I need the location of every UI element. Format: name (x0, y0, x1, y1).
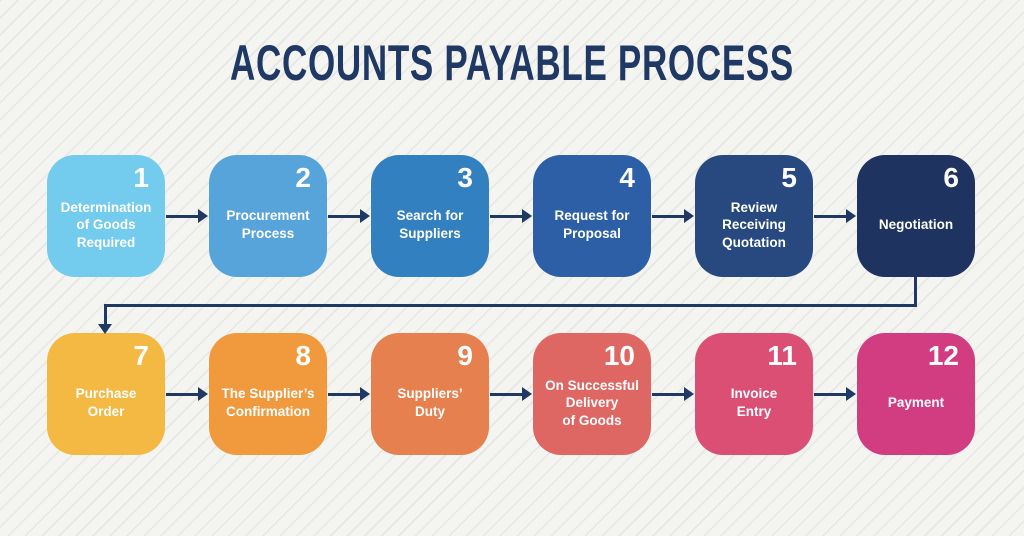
step-3-number: 3 (457, 162, 473, 193)
arrow-step2-step3 (328, 209, 370, 223)
step-11-label: Invoice Entry (730, 386, 778, 419)
arrow-head-icon (360, 387, 370, 401)
step-3: 3 Search for Suppliers (371, 155, 489, 277)
connector-horizontal (104, 304, 917, 307)
step-6-label: Negotiation (878, 217, 954, 233)
arrow-line (814, 214, 847, 218)
arrow-step4-step5 (652, 209, 694, 223)
step-8: 8 The Supplier’s Confirmation (209, 333, 327, 455)
arrow-line (814, 392, 847, 396)
arrow-head-icon (360, 209, 370, 223)
step-4-label: Request for Proposal (554, 208, 630, 241)
step-10-number: 10 (603, 340, 635, 371)
arrow-head-icon (684, 387, 694, 401)
arrow-line (166, 214, 199, 218)
arrow-head-icon (198, 209, 208, 223)
arrow-line (328, 214, 361, 218)
arrow-step1-step2 (166, 209, 208, 223)
arrow-line (328, 392, 361, 396)
arrow-line (652, 214, 685, 218)
step-12-label: Payment (887, 395, 945, 411)
step-10-label: On Successful Delivery of Goods (545, 377, 639, 428)
arrow-step7-step8 (166, 387, 208, 401)
step-9-number: 9 (457, 340, 473, 371)
step-7: 7 Purchase Order (47, 333, 165, 455)
step-8-number: 8 (295, 340, 311, 371)
step-1: 1 Determination of Goods Required (47, 155, 165, 277)
step-4-number: 4 (619, 162, 635, 193)
arrow-head-icon (522, 387, 532, 401)
arrow-step11-step12 (814, 387, 856, 401)
page-title: ACCOUNTS PAYABLE PROCESS (230, 35, 794, 91)
step-10: 10 On Successful Delivery of Goods (533, 333, 651, 455)
arrow-line (166, 392, 199, 396)
step-2-label: Procurement Process (226, 208, 310, 241)
step-5: 5 Review Receiving Quotation (695, 155, 813, 277)
connector-vertical-from-step6 (914, 277, 917, 307)
connector-vertical-to-step7 (104, 304, 107, 326)
step-5-label: Review Receiving Quotation (722, 199, 786, 250)
arrow-head-icon (846, 387, 856, 401)
connector-arrowhead-down-icon (98, 324, 112, 334)
arrow-step8-step9 (328, 387, 370, 401)
arrow-step9-step10 (490, 387, 532, 401)
step-4: 4 Request for Proposal (533, 155, 651, 277)
arrow-line (652, 392, 685, 396)
arrow-line (490, 214, 523, 218)
step-12: 12 Payment (857, 333, 975, 455)
arrow-head-icon (522, 209, 532, 223)
step-6: 6 Negotiation (857, 155, 975, 277)
step-1-label: Determination of Goods Required (60, 199, 152, 250)
arrow-head-icon (846, 209, 856, 223)
step-11: 11 Invoice Entry (695, 333, 813, 455)
step-9-label: Suppliers’ Duty (397, 386, 463, 419)
arrow-step5-step6 (814, 209, 856, 223)
step-5-number: 5 (781, 162, 797, 193)
step-11-number: 11 (767, 340, 797, 371)
step-1-number: 1 (133, 162, 149, 193)
arrow-step10-step11 (652, 387, 694, 401)
step-8-label: The Supplier’s Confirmation (221, 386, 315, 419)
step-9: 9 Suppliers’ Duty (371, 333, 489, 455)
step-3-label: Search for Suppliers (396, 208, 464, 241)
step-7-number: 7 (133, 340, 149, 371)
arrow-head-icon (684, 209, 694, 223)
arrow-line (490, 392, 523, 396)
step-2: 2 Procurement Process (209, 155, 327, 277)
step-7-label: Purchase Order (75, 386, 137, 419)
step-6-number: 6 (943, 162, 959, 193)
step-12-number: 12 (927, 340, 959, 371)
arrow-head-icon (198, 387, 208, 401)
arrow-step3-step4 (490, 209, 532, 223)
step-2-number: 2 (295, 162, 311, 193)
